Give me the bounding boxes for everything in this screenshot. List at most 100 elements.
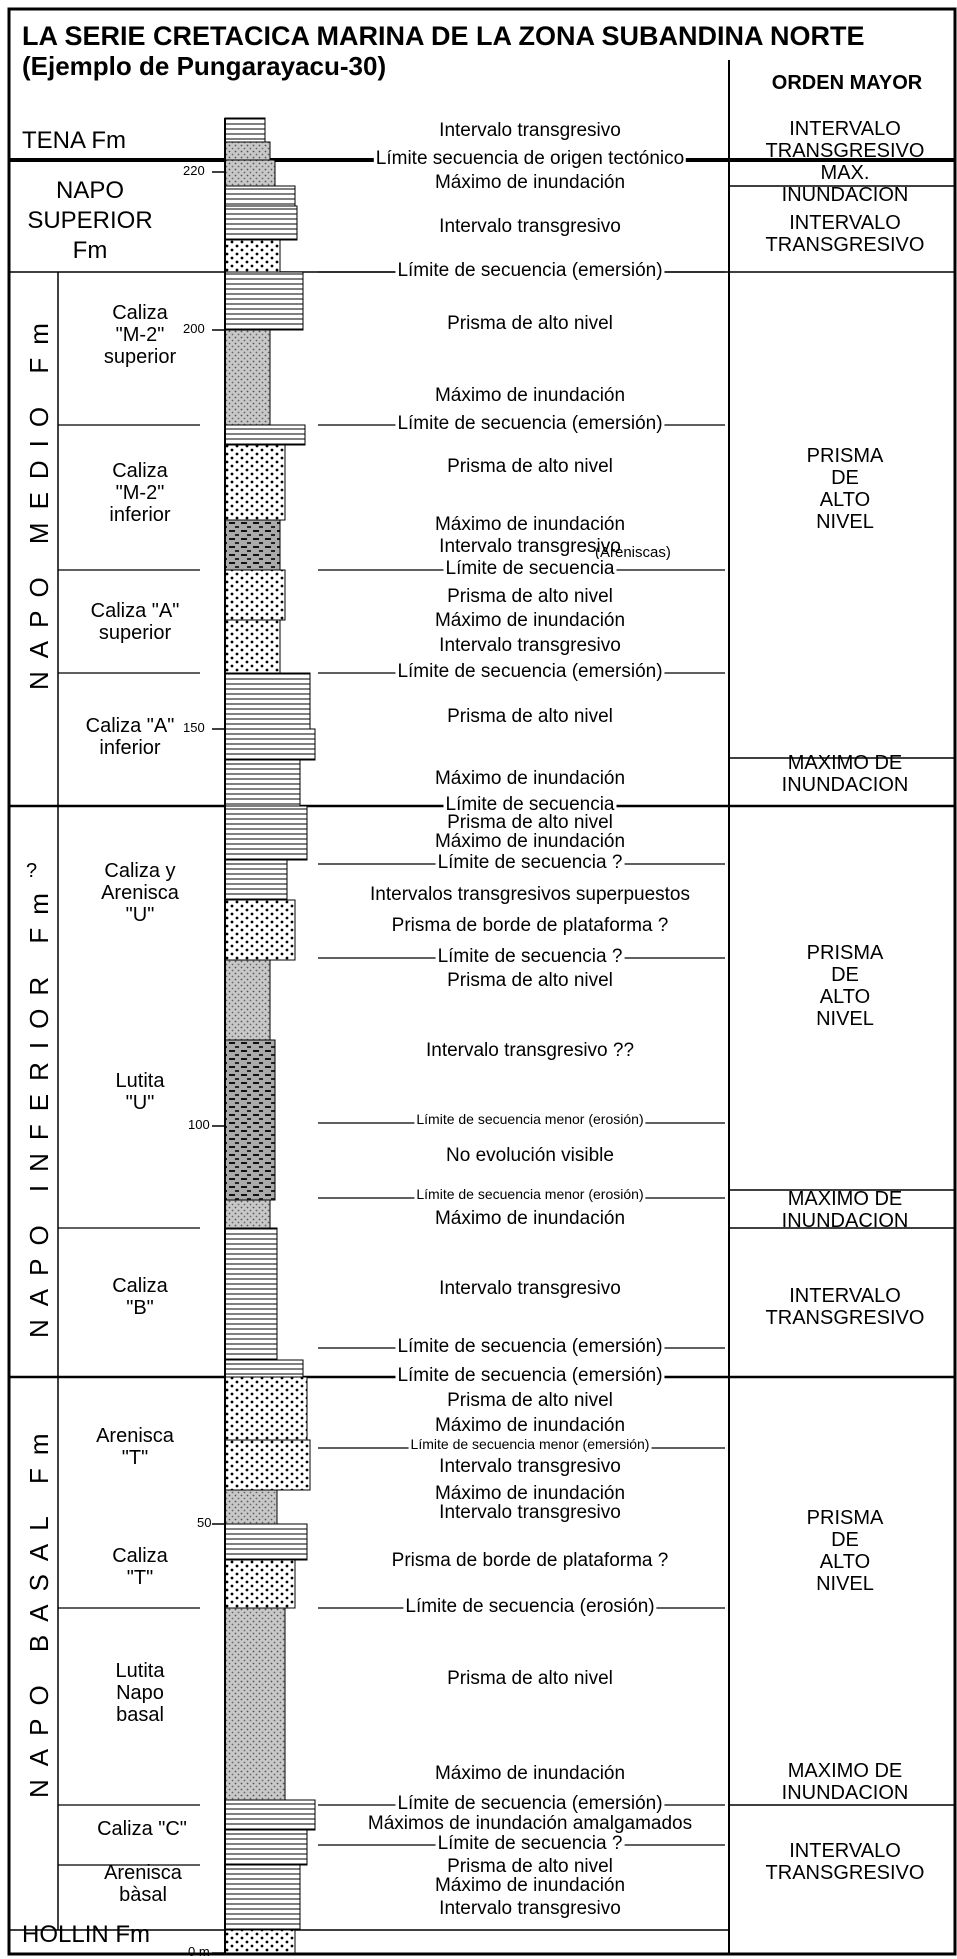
event-label: Máximo de inundación	[434, 1415, 626, 1436]
column-bed-12	[224, 619, 281, 674]
scale-tick-0: 0 m	[188, 1944, 210, 1959]
event-label: Prisma de alto nivel	[447, 313, 613, 334]
event-label: Intervalo transgresivo ??	[425, 1040, 635, 1061]
event-label: Intervalo transgresivo	[439, 1278, 621, 1299]
unit-a-inferior: Caliza "A" inferior	[85, 715, 175, 759]
event-label: Límite de secuencia menor (emersión)	[408, 1436, 652, 1453]
column-bed-22	[224, 1227, 278, 1361]
event-label: Prisma de borde de plataforma ?	[391, 915, 669, 936]
page-title: LA SERIE CRETACICA MARINA DE LA ZONA SUB…	[22, 21, 865, 51]
unit-caliza-arenisca-u: Caliza y Arenisca "U"	[101, 860, 179, 926]
event-label: Máximo de inundación	[434, 1483, 626, 1504]
scale-tick-100: 100	[188, 1117, 210, 1132]
event-label: Límite de secuencia (emersión)	[395, 661, 665, 683]
column-bed-1	[224, 141, 271, 161]
event-label: Máximo de inundación	[434, 385, 626, 406]
event-label: Límite de secuencia	[443, 558, 617, 580]
orden-mayor-header: ORDEN MAYOR	[771, 72, 923, 94]
formation-napo-superior: NAPO SUPERIOR Fm	[27, 177, 153, 264]
column-bed-31	[224, 1829, 308, 1866]
column-bed-3	[224, 185, 296, 207]
column-bed-11	[224, 569, 286, 621]
unit-lutita-napo-basal: Lutita Napo basal	[115, 1660, 165, 1726]
scale-tick-220: 220	[183, 163, 205, 178]
column-bed-29	[224, 1607, 286, 1801]
event-label: Límite de secuencia ?	[435, 1833, 625, 1855]
event-label: Máximo de inundación	[434, 768, 626, 789]
column-bed-30	[224, 1799, 316, 1831]
scale-tick-50: 50	[197, 1515, 212, 1530]
event-label: Intervalos transgresivos superpuestos	[370, 884, 690, 905]
event-label: Límite de secuencia	[443, 794, 617, 816]
major-order-label: PRISMA DE ALTO NIVEL	[806, 445, 884, 533]
event-label: Límite de secuencia (emersión)	[395, 1336, 665, 1358]
scale-tick-200: 200	[183, 321, 205, 336]
column-bed-26	[224, 1489, 278, 1525]
event-label: Prisma de borde de plataforma ?	[391, 1550, 669, 1571]
column-bed-16	[224, 805, 308, 861]
column-bed-2	[224, 159, 276, 187]
column-bed-19	[224, 959, 271, 1041]
event-label: Intervalo transgresivo	[439, 1456, 621, 1477]
formation-tena: TENA Fm	[22, 127, 127, 154]
event-label: Máximo de inundación	[434, 610, 626, 631]
event-label: Máximo de inundación	[434, 1763, 626, 1784]
formation-hollin: HOLLIN Fm	[22, 1921, 151, 1948]
event-label: Intervalo transgresivo	[439, 120, 621, 141]
event-label: Prisma de alto nivel	[447, 812, 613, 833]
column-bed-15	[224, 759, 301, 807]
question-mark: ?	[26, 860, 38, 882]
event-label: Límite de secuencia ?	[435, 852, 625, 874]
unit-m2-inferior: Caliza "M-2" inferior	[109, 460, 171, 526]
event-label: Máximos de inundación amalgamados	[367, 1813, 693, 1834]
event-label: Intervalo transgresivo	[439, 635, 621, 656]
column-bed-7	[224, 329, 271, 426]
column-bed-9	[224, 444, 286, 521]
event-label: Prisma de alto nivel	[447, 706, 613, 727]
event-label: Límite de secuencia menor (erosión)	[414, 1111, 646, 1128]
column-bed-8	[224, 424, 306, 446]
major-order-label: INTERVALO TRANSGRESIVO	[765, 1840, 925, 1884]
column-bed-18	[224, 899, 296, 961]
event-label: Límite de secuencia (erosión)	[403, 1596, 657, 1618]
major-order-label: MAXIMO DE INUNDACION	[781, 1760, 909, 1804]
areniscas-note: (Areniscas)	[595, 544, 671, 561]
formation-napo-medio: NAPO MEDIO Fm	[24, 310, 54, 690]
column-bed-5	[224, 239, 281, 273]
event-label: Intervalo transgresivo	[439, 1898, 621, 1919]
major-order-label: MAXIMO DE INUNDACION	[781, 752, 909, 796]
major-order-label: MAX. INUNDACION	[781, 162, 909, 206]
column-bed-10	[224, 519, 281, 571]
event-label: Intervalo transgresivo	[439, 216, 621, 237]
event-label: Límite secuencia de origen tectónico	[373, 148, 687, 170]
major-order-label: PRISMA DE ALTO NIVEL	[806, 942, 884, 1030]
event-label: Máximo de inundación	[434, 831, 626, 852]
column-bed-0	[224, 117, 266, 143]
column-bed-13	[224, 672, 311, 730]
event-label: Prisma de alto nivel	[447, 456, 613, 477]
unit-lutita-u: Lutita "U"	[115, 1070, 165, 1114]
event-label: Máximo de inundación	[434, 172, 626, 193]
page-subtitle: (Ejemplo de Pungarayacu-30)	[22, 51, 387, 81]
event-label: Prisma de alto nivel	[447, 1856, 613, 1877]
event-label: Máximo de inundación	[434, 1208, 626, 1229]
event-label: Límite de secuencia menor (erosión)	[414, 1186, 646, 1203]
unit-m2-superior: Caliza "M-2" superior	[103, 302, 177, 368]
column-bed-33	[224, 1929, 296, 1954]
unit-caliza-c: Caliza "C"	[97, 1818, 187, 1840]
column-bed-27	[224, 1523, 308, 1561]
column-bed-17	[224, 859, 288, 901]
major-order-label: INTERVALO TRANSGRESIVO	[765, 1285, 925, 1329]
column-bed-21	[224, 1199, 271, 1229]
event-label: Límite de secuencia (emersión)	[395, 413, 665, 435]
event-label: Límite de secuencia (emersión)	[395, 260, 665, 282]
unit-caliza-t: Caliza "T"	[112, 1545, 168, 1589]
event-label: Prisma de alto nivel	[447, 1390, 613, 1411]
event-label: Máximo de inundación	[434, 1875, 626, 1896]
major-order-label: MAXIMO DE INUNDACION	[781, 1188, 909, 1232]
formation-napo-inferior: NAPO INFERIOR Fm	[24, 880, 54, 1338]
event-label: No evolución visible	[446, 1145, 614, 1166]
column-bed-28	[224, 1559, 296, 1609]
column-bed-32	[224, 1864, 301, 1931]
